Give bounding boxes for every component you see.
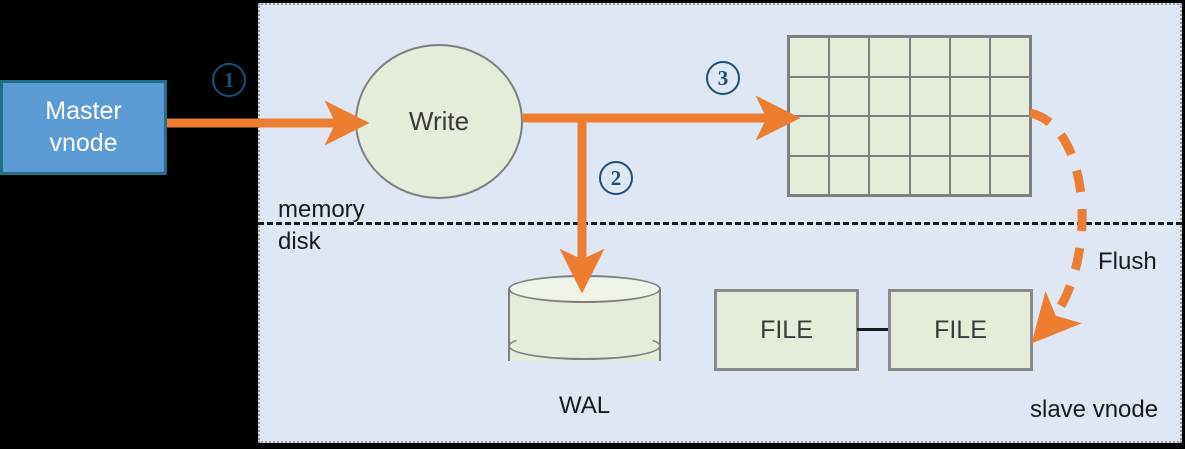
disk-label: disk bbox=[278, 228, 321, 255]
memtable-cell bbox=[870, 77, 909, 115]
memtable-cell bbox=[870, 117, 909, 155]
memory-disk-divider bbox=[258, 222, 1182, 225]
write-node-label: Write bbox=[408, 106, 470, 136]
memtable-cell bbox=[910, 156, 949, 194]
step-marker-1: 1 bbox=[212, 63, 246, 97]
memtable-cell bbox=[950, 117, 989, 155]
file-box-1-label: FILE bbox=[760, 315, 813, 344]
wal-label: WAL bbox=[558, 392, 611, 419]
memtable-cell bbox=[790, 117, 829, 155]
slave-vnode-label: slave vnode bbox=[1030, 396, 1159, 423]
memtable-cell bbox=[830, 38, 869, 76]
master-vnode-label-line2: vnode bbox=[49, 128, 118, 157]
memtable-cell bbox=[790, 38, 829, 76]
memtable-cell bbox=[990, 117, 1029, 155]
memtable-grid[interactable] bbox=[787, 35, 1032, 197]
step-marker-2-label: 2 bbox=[610, 165, 622, 190]
file-box-2-label: FILE bbox=[934, 315, 987, 344]
memtable-cell bbox=[910, 77, 949, 115]
memtable-cell bbox=[830, 156, 869, 194]
memtable-cell bbox=[870, 156, 909, 194]
write-node[interactable]: Write bbox=[355, 44, 523, 199]
master-vnode-box[interactable]: Master vnode bbox=[0, 80, 167, 175]
memtable-cell bbox=[910, 38, 949, 76]
master-vnode-label-line1: Master bbox=[45, 97, 122, 126]
wal-cylinder[interactable] bbox=[508, 275, 661, 375]
memtable-cell bbox=[990, 77, 1029, 115]
file-connector-line bbox=[857, 328, 890, 331]
step-marker-2: 2 bbox=[599, 161, 633, 195]
wal-cylinder-bottom bbox=[508, 332, 661, 360]
memtable-cell bbox=[950, 156, 989, 194]
memtable-cell bbox=[870, 38, 909, 76]
memtable-cell bbox=[950, 77, 989, 115]
step-marker-3: 3 bbox=[706, 61, 740, 95]
memtable-cell bbox=[990, 156, 1029, 194]
wal-cylinder-top bbox=[508, 275, 661, 303]
step-marker-3-label: 3 bbox=[717, 65, 729, 90]
step-marker-1-label: 1 bbox=[223, 67, 235, 92]
memtable-cell bbox=[990, 38, 1029, 76]
memtable-cell bbox=[830, 117, 869, 155]
memtable-cell bbox=[830, 77, 869, 115]
flush-label: Flush bbox=[1098, 248, 1157, 275]
file-box-1[interactable]: FILE bbox=[714, 289, 859, 371]
memtable-cell bbox=[790, 156, 829, 194]
memtable-cell bbox=[910, 117, 949, 155]
memory-label: memory bbox=[278, 196, 365, 223]
file-box-2[interactable]: FILE bbox=[888, 289, 1033, 371]
memtable-cell bbox=[950, 38, 989, 76]
memtable-cell bbox=[790, 77, 829, 115]
